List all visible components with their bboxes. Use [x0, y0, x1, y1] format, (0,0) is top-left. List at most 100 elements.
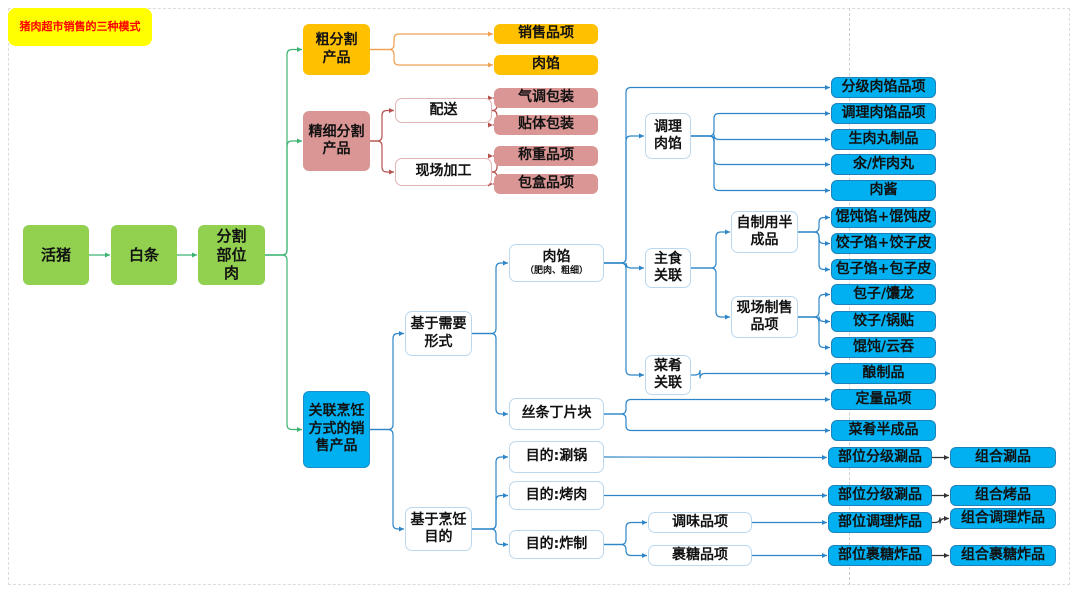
leaf-boiled-fried-meatballs[interactable]: 氽/炸肉丸: [831, 154, 936, 175]
node-seasoned-mince[interactable]: 调理肉馅: [645, 113, 691, 159]
node-coarse-mince[interactable]: 肉馅: [494, 55, 598, 75]
leaf-combo-hotpot[interactable]: 组合涮品: [950, 447, 1056, 468]
staple-link-1: [691, 267, 730, 318]
node-boxed-items[interactable]: 包盒品项: [494, 174, 598, 194]
node-cut-parts[interactable]: 分割部位肉: [198, 225, 265, 285]
by-form-link-1-arrowhead: [503, 411, 508, 417]
node-onsite-made[interactable]: 现场制售品项: [731, 296, 798, 338]
leaf-raw-meatballs[interactable]: 生肉丸制品: [831, 129, 936, 150]
fry-link-0: [604, 521, 647, 546]
node-skin-pack[interactable]: 贴体包装: [494, 115, 598, 135]
staple-link-0: [691, 231, 730, 269]
leaf-combo-bbq[interactable]: 组合烤品: [950, 485, 1056, 506]
leaf-stuffed-products[interactable]: 酿制品: [831, 363, 936, 384]
leaf-graded-mince[interactable]: 分级肉馅品项: [831, 77, 936, 98]
leaf-bun-kit[interactable]: 包子馅+包子皮: [831, 259, 936, 280]
coated-fry-link-0-arrowhead: [822, 553, 827, 558]
node-coated-items[interactable]: 裹糖品项: [648, 545, 752, 566]
mince-link-3: [604, 262, 644, 376]
leaf-steamed-buns[interactable]: 包子/馕龙: [831, 284, 936, 305]
node-strips[interactable]: 丝条丁片块: [509, 398, 604, 430]
node-mince[interactable]: 肉馅 （肥肉、粗细）: [509, 244, 604, 282]
node-purpose-fry[interactable]: 目的:炸制: [509, 530, 604, 559]
semi-link-2: [798, 231, 830, 271]
node-mince-note: （肥肉、粗细）: [524, 266, 588, 277]
combo-coated-link-0-arrowhead: [944, 553, 949, 558]
node-purpose-hotpot[interactable]: 目的:涮锅: [509, 441, 604, 473]
fry-link-1-arrowhead: [642, 553, 647, 558]
node-coarse-sales-items[interactable]: 销售品项: [494, 24, 598, 44]
by-form-link-0-arrowhead: [503, 260, 508, 266]
by-purpose-link-1: [472, 494, 508, 530]
cut-modes-link-0: [265, 48, 302, 256]
semi-link-2-arrowhead: [825, 267, 830, 272]
node-delivery[interactable]: 配送: [395, 98, 492, 123]
fine-link-0-arrowhead: [389, 108, 394, 113]
node-fine-cut[interactable]: 精细分割产品: [303, 111, 370, 171]
leaf-semi-finished-dishes[interactable]: 菜肴半成品: [831, 420, 936, 441]
node-onsite-made-label: 现场制售品项: [736, 299, 793, 334]
fine-link-1: [370, 140, 394, 173]
leaf-wonton-kit[interactable]: 馄饨馅+馄饨皮: [831, 207, 936, 228]
node-coarse-cut[interactable]: 粗分割产品: [303, 24, 370, 75]
fine-link-0: [370, 109, 394, 142]
strips-link-1: [604, 413, 830, 432]
node-staple-related[interactable]: 主食关联: [645, 248, 691, 288]
node-onsite-processing[interactable]: 现场加工: [395, 158, 492, 186]
seasoned-link-0-arrowhead: [825, 111, 830, 116]
mince-link-3-arrowhead: [639, 372, 644, 378]
semi-link-1-arrowhead: [825, 241, 830, 246]
node-dish-related[interactable]: 菜肴关联: [645, 355, 691, 395]
leaf-combo-coated-fried[interactable]: 组合裹糖炸品: [950, 545, 1056, 566]
fry-link-1: [604, 543, 647, 557]
seasoned-link-1-arrowhead: [825, 137, 830, 142]
leaf-graded-hotpot-cuts[interactable]: 部位分级涮品: [828, 447, 932, 468]
strips-link-1-arrowhead: [825, 428, 830, 433]
node-modified-atmosphere-pack[interactable]: 气调包装: [494, 88, 598, 108]
node-purpose-bbq[interactable]: 目的:烤肉: [509, 481, 604, 510]
mince-link-0-arrowhead: [825, 85, 830, 90]
leaf-seasoned-fried-cuts[interactable]: 部位调理炸品: [828, 512, 932, 533]
leaf-meat-sauce[interactable]: 肉酱: [831, 180, 936, 201]
node-semi-finished[interactable]: 自制用半成品: [731, 211, 798, 253]
node-fine-cut-label: 精细分割产品: [308, 123, 365, 158]
leaf-graded-bbq-cuts[interactable]: 部位分级涮品: [828, 485, 932, 506]
bbq-link-0-arrowhead: [822, 493, 827, 498]
by-purpose-link-1-arrowhead: [503, 493, 508, 498]
node-live-pig[interactable]: 活猪: [23, 225, 89, 285]
leaf-coated-fried-cuts[interactable]: 部位裹糖炸品: [828, 545, 932, 566]
onsite-made-link-0: [798, 293, 830, 318]
seasoned-link-0: [691, 112, 830, 137]
onsite-made-link-0-arrowhead: [825, 292, 830, 297]
staple-link-0-arrowhead: [725, 229, 730, 235]
node-seasoned-items[interactable]: 调味品项: [648, 512, 752, 533]
onsite-link-0-arrowhead: [488, 153, 493, 159]
dish-link-0-arrowhead: [825, 371, 830, 376]
leaf-combo-seasoned-fried[interactable]: 组合调理炸品: [950, 508, 1056, 529]
leaf-fixed-quantity-items[interactable]: 定量品项: [831, 389, 936, 410]
node-weighed-items[interactable]: 称重品项: [494, 146, 598, 166]
combo-bbq-link-0-arrowhead: [944, 493, 949, 498]
onsite-made-link-1-arrowhead: [825, 319, 830, 324]
by-form-link-0: [472, 262, 508, 335]
cut-modes-link-1: [265, 140, 302, 256]
seasoned-fry-link-0-arrowhead: [822, 520, 827, 525]
leaf-dumpling-kit[interactable]: 饺子馅+饺子皮: [831, 233, 936, 254]
fry-link-0-arrowhead: [642, 520, 647, 525]
cooking-link-1-arrowhead: [399, 526, 404, 532]
node-carcass[interactable]: 白条: [111, 225, 177, 285]
leaf-seasoned-mince-items[interactable]: 调理肉馅品项: [831, 103, 936, 124]
node-by-form[interactable]: 基于需要形式: [405, 311, 472, 356]
leaf-wontons[interactable]: 馄饨/云吞: [831, 337, 936, 358]
seasoned-link-3-arrowhead: [825, 188, 830, 193]
node-by-purpose[interactable]: 基于烹饪目的: [405, 507, 472, 551]
coarse-link-0: [370, 33, 493, 51]
strips-link-0-arrowhead: [825, 397, 830, 402]
node-cooking-related[interactable]: 关联烹饪方式的销售产品: [303, 391, 370, 468]
strips-link-0: [604, 398, 830, 415]
mince-link-1-arrowhead: [639, 133, 644, 139]
leaf-dumplings-potstickers[interactable]: 饺子/锅贴: [831, 311, 936, 332]
seasoned-link-3: [691, 135, 830, 192]
diagram-title[interactable]: 猪肉超市销售的三种模式: [8, 8, 152, 46]
